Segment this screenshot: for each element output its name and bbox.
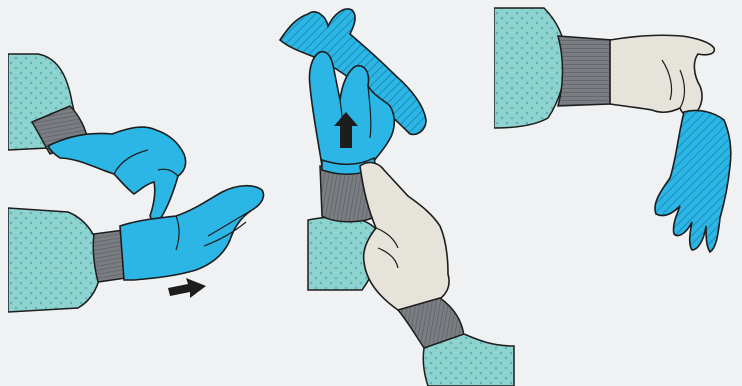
lower-sleeve xyxy=(8,208,102,312)
step-2-illustration xyxy=(278,0,516,386)
cuff-step3 xyxy=(558,36,615,106)
right-arrow-icon xyxy=(168,278,206,298)
upper-gloved-hand xyxy=(48,127,186,220)
bare-hand-step3 xyxy=(610,35,714,115)
step-3-illustration xyxy=(494,0,742,270)
sleeve-step3 xyxy=(494,8,566,128)
lower-gloved-hand xyxy=(120,186,264,280)
step-3-svg xyxy=(494,0,742,270)
bare-hand xyxy=(360,163,449,310)
step-1-svg xyxy=(8,50,270,350)
step-1-illustration xyxy=(8,50,270,350)
step-2-svg xyxy=(278,0,516,386)
dangling-glove xyxy=(655,110,731,252)
